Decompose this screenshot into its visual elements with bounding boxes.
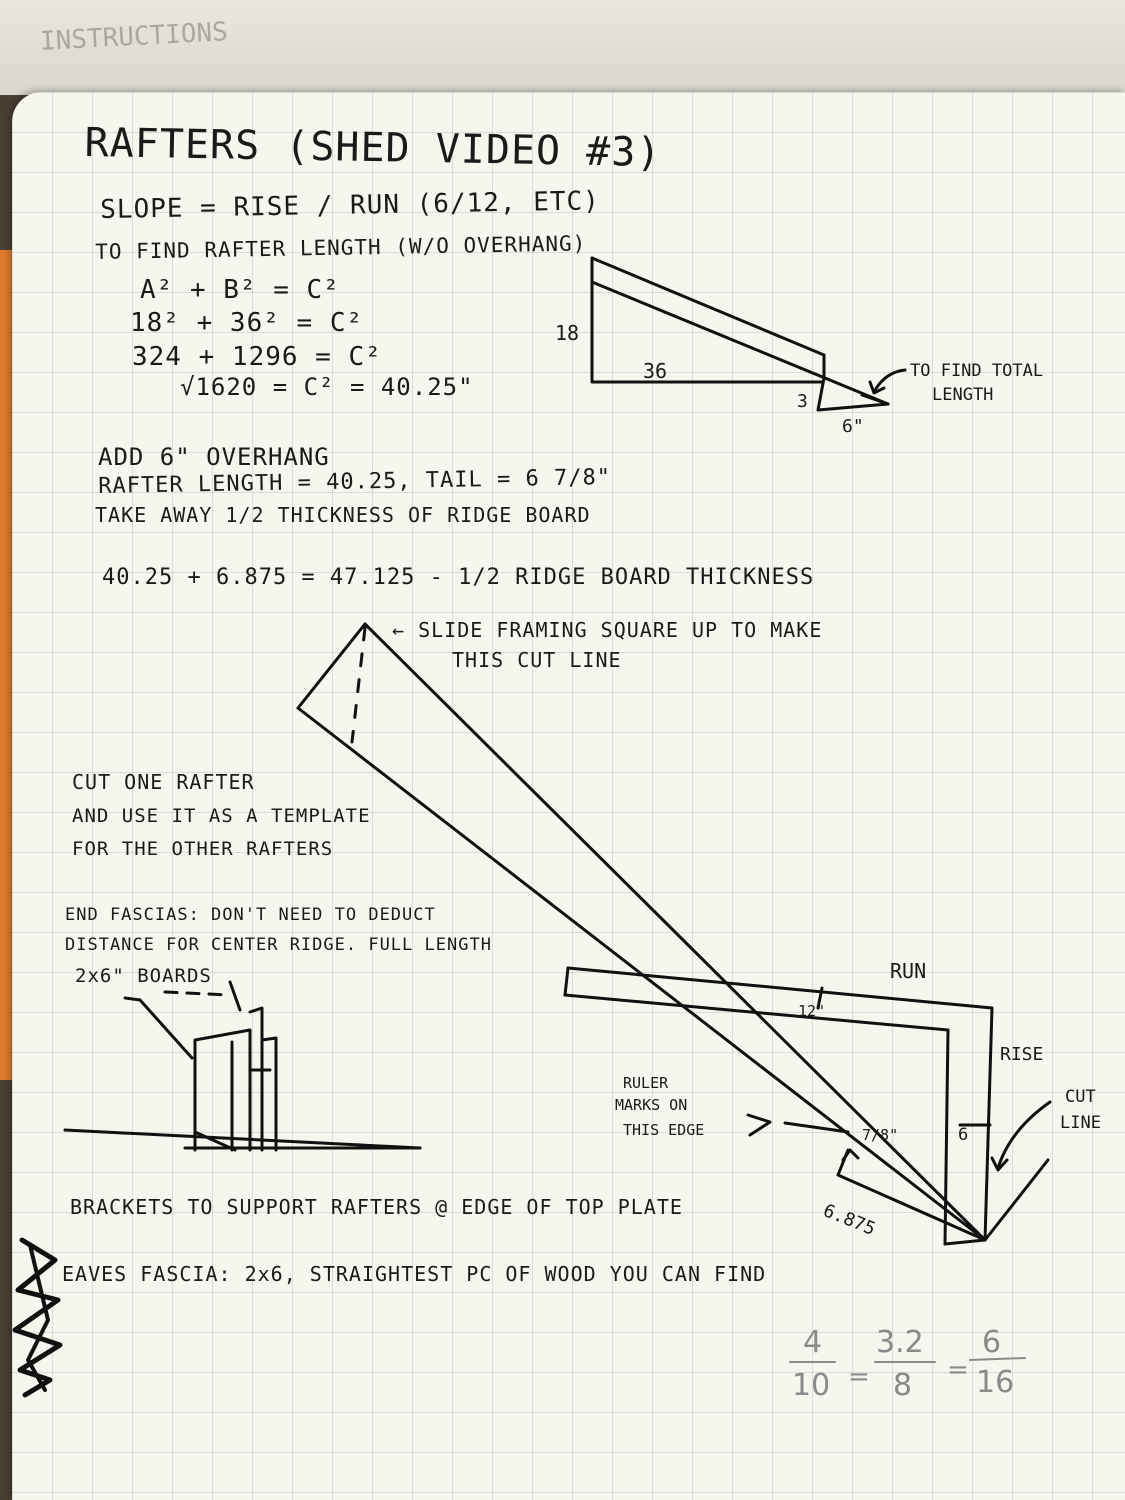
- tri-note-2: LENGTH: [932, 385, 993, 405]
- eaves-line: EAVES FASCIA: 2x6, STRAIGHTEST PC OF WOO…: [62, 1262, 767, 1286]
- equation-2: 18² + 36² = C²: [130, 308, 364, 338]
- pencil-fractions: 4 10 = 3.2 8 = 6 16: [789, 1325, 1026, 1403]
- slide-note-2: THIS CUT LINE: [452, 648, 622, 672]
- overhang-line: ADD 6" OVERHANG: [98, 443, 330, 471]
- end-fascias-1: END FASCIAS: DON'T NEED TO DEDUCT: [65, 905, 436, 925]
- rafter-triangle-diagram: 18 36 3 6" TO FIND TOTAL LENGTH: [555, 256, 1043, 437]
- equation-4: √1620 = C² = 40.25": [180, 373, 474, 401]
- rise-label: RISE: [1000, 1044, 1043, 1065]
- run-label: RUN: [890, 959, 926, 983]
- ruler-note-2: MARKS ON: [615, 1096, 687, 1114]
- take-away-line: TAKE AWAY 1/2 THICKNESS OF RIDGE BOARD: [95, 503, 591, 527]
- ruler-note-1: RULER: [623, 1074, 669, 1092]
- equals-2: =: [947, 1355, 969, 1385]
- tri-note-1: TO FIND TOTAL: [910, 361, 1043, 381]
- equation-3: 324 + 1296 = C²: [132, 342, 382, 372]
- fraction-8: 8: [893, 1368, 912, 1403]
- tri-label-3: 3: [797, 391, 808, 412]
- notebook-back-page: INSTRUCTIONS: [0, 0, 1125, 95]
- cut-one-1: CUT ONE RAFTER: [72, 770, 255, 794]
- fraction-3-2: 3.2: [876, 1325, 924, 1360]
- dimension-6875: 6.875: [820, 1200, 878, 1240]
- rafter-board-diagram: RUN 12" RISE 6 RULER MARKS ON THIS EDGE …: [296, 622, 1101, 1246]
- ruler-note-3: THIS EDGE: [623, 1121, 704, 1139]
- graph-paper-page: [12, 92, 1125, 1500]
- fraction-16: 16: [976, 1365, 1014, 1400]
- twelve-label: 12": [798, 1002, 825, 1020]
- tri-label-18: 18: [555, 321, 579, 345]
- slide-note-1: ← SLIDE FRAMING SQUARE UP TO MAKE: [392, 618, 823, 642]
- end-fascias-3: 2x6" BOARDS: [75, 965, 212, 987]
- fraction-10: 10: [792, 1368, 830, 1403]
- six-label: 6: [958, 1125, 968, 1145]
- cut-line-label-1: CUT: [1065, 1087, 1096, 1107]
- cut-one-2: AND USE IT AS A TEMPLATE: [72, 805, 371, 827]
- tri-label-36: 36: [643, 359, 667, 383]
- cut-one-3: FOR THE OTHER RAFTERS: [72, 838, 334, 860]
- cut-line-label-2: LINE: [1060, 1113, 1101, 1133]
- seven-eighths-label: 7/8": [862, 1126, 898, 1144]
- equation-1: A² + B² = C²: [140, 275, 340, 305]
- tri-label-6: 6": [842, 416, 864, 437]
- equals-1: =: [848, 1362, 870, 1392]
- fraction-4: 4: [803, 1325, 822, 1360]
- ink-scribble: [12, 1237, 63, 1398]
- sum-line: 40.25 + 6.875 = 47.125 - 1/2 RIDGE BOARD…: [102, 565, 815, 590]
- brackets-line: BRACKETS TO SUPPORT RAFTERS @ EDGE OF TO…: [70, 1195, 683, 1219]
- end-fascias-2: DISTANCE FOR CENTER RIDGE. FULL LENGTH: [65, 935, 492, 955]
- fraction-6: 6: [982, 1325, 1001, 1360]
- end-fascia-sketch: [63, 980, 422, 1152]
